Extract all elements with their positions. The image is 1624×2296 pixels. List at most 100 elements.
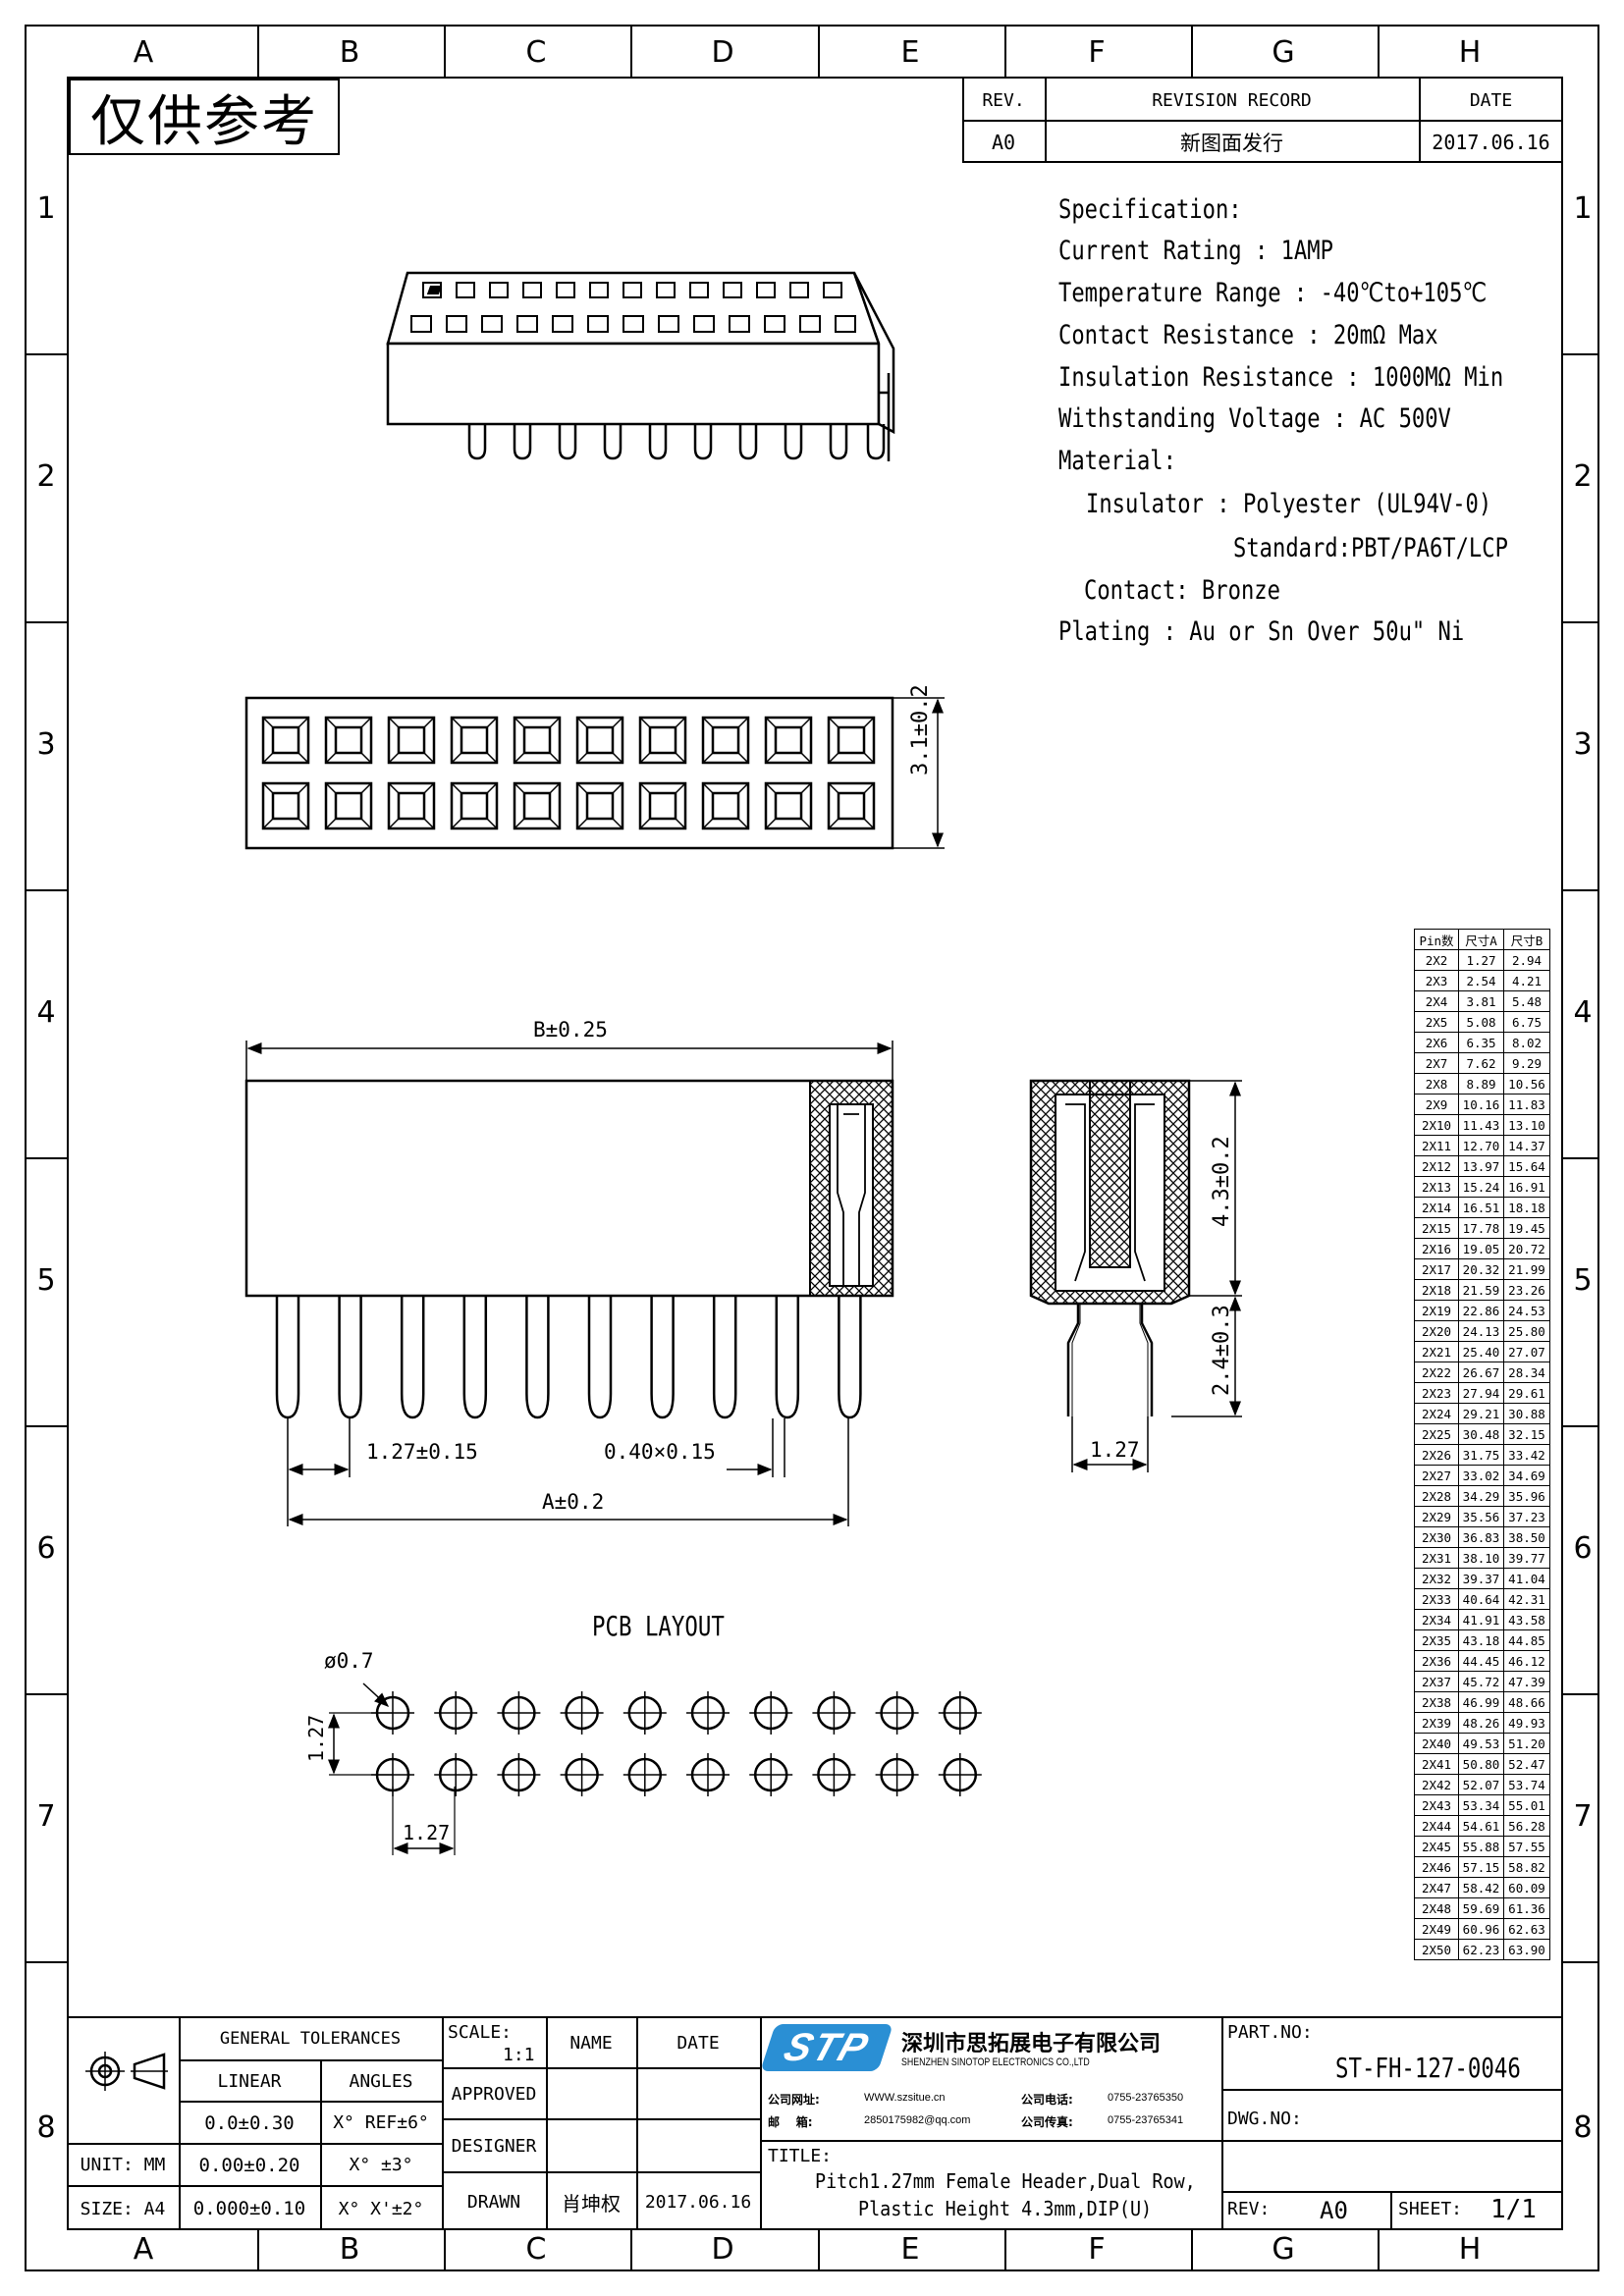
pin-table-cell-size-b: 15.64 [1503,1155,1550,1177]
pin-table-cell-size-a: 21.59 [1458,1279,1504,1301]
pin-table-cell-size-a: 43.18 [1458,1629,1504,1651]
pin-table-cell-pin-count: 2X2 [1414,949,1459,971]
socket-cavity [261,781,310,830]
name-header: NAME [569,2032,613,2054]
pin-table-cell-pin-count: 2X33 [1414,1588,1459,1610]
hole-diameter-dimension: ø0.7 [324,1649,374,1673]
zone-number-left-7: 7 [36,1799,56,1834]
unit-label: UNIT: MM [80,2155,166,2175]
zone-letter-bottom-h: H [1458,2232,1482,2267]
pin-table-cell-size-b: 39.77 [1503,1547,1550,1569]
socket-cavity [827,716,876,765]
pin-table-cell-size-b: 46.12 [1503,1650,1550,1672]
phone-label: 公司电话: [1021,2093,1073,2107]
pin-table-cell-pin-count: 2X12 [1414,1155,1459,1177]
size-label: SIZE: A4 [80,2198,166,2219]
pin-table-cell-size-a: 33.02 [1458,1465,1504,1486]
zone-letter-top-f: F [1088,35,1106,70]
pin-table-cell-pin-count: 2X21 [1414,1341,1459,1362]
pin-table-cell-size-b: 43.58 [1503,1609,1550,1630]
socket-cavity [638,716,687,765]
pcb-hole [875,1691,919,1735]
linear-header: LINEAR [217,2070,282,2092]
pin-table-cell-size-a: 38.10 [1458,1547,1504,1569]
pin-table-cell-size-a: 6.35 [1458,1032,1504,1053]
pin-table-cell-size-a: 10.16 [1458,1094,1504,1115]
pin-table-cell-pin-count: 2X29 [1414,1506,1459,1527]
contact-pin [838,1296,862,1419]
pin-table-cell-pin-count: 2X22 [1414,1362,1459,1383]
pin-table-cell-size-b: 27.07 [1503,1341,1550,1362]
pin-table-cell-size-b: 21.99 [1503,1258,1550,1280]
pcb-column-pitch-dimension: 1.27 [403,1821,451,1844]
socket-cavity [701,716,750,765]
designer-label: DESIGNER [451,2135,537,2157]
pin-table-cell-pin-count: 2X41 [1414,1753,1459,1775]
pcb-hole [749,1691,793,1735]
pin-table-cell-size-b: 61.36 [1503,1897,1550,1919]
pin-table-cell-size-b: 8.02 [1503,1032,1550,1053]
pin-table-cell-size-a: 26.67 [1458,1362,1504,1383]
pin-table-cell-size-b: 32.15 [1503,1423,1550,1445]
pin-table-cell-size-a: 49.53 [1458,1733,1504,1754]
pin-table-cell-size-a: 35.56 [1458,1506,1504,1527]
socket-cavity [387,716,436,765]
linear-tolerance-1: 0.0±0.30 [204,2111,295,2134]
pin-table-cell-size-b: 38.50 [1503,1526,1550,1548]
pin-table-cell-pin-count: 2X31 [1414,1547,1459,1569]
pin-table-cell-size-b: 62.63 [1503,1918,1550,1940]
pin-table-cell-pin-count: 2X45 [1414,1836,1459,1857]
pcb-hole [497,1753,541,1796]
pcb-hole [938,1691,982,1735]
pin-table-cell-size-b: 6.75 [1503,1011,1550,1033]
pcb-hole [686,1753,730,1796]
pcb-hole [812,1753,856,1796]
sheet-label: SHEET: [1398,2199,1463,2219]
zone-letter-bottom-b: B [339,2232,360,2267]
pin-table-cell-size-a: 16.51 [1458,1197,1504,1218]
pin-table-cell-pin-count: 2X49 [1414,1918,1459,1940]
email-label: 邮 箱: [768,2115,813,2129]
pcb-hole [686,1691,730,1735]
zone-number-left-2: 2 [36,459,56,494]
zone-letter-bottom-d: D [711,2232,734,2267]
pin-table-cell-size-b: 53.74 [1503,1774,1550,1795]
linear-tolerance-3: 0.000±0.10 [192,2198,306,2219]
pin-table-cell-size-b: 35.96 [1503,1485,1550,1507]
zone-letter-top-c: C [525,35,547,70]
pin-table-cell-size-a: 31.75 [1458,1444,1504,1466]
pin-table-cell-size-b: 29.61 [1503,1382,1550,1404]
pin-table-cell-size-a: 39.37 [1458,1568,1504,1589]
drawn-date: 2017.06.16 [644,2191,752,2213]
title-label: TITLE: [768,2146,833,2166]
pin-table-cell-pin-count: 2X10 [1414,1114,1459,1136]
fax-value: 0755-23765341 [1108,2114,1184,2126]
zone-letter-bottom-f: F [1088,2232,1106,2267]
contact-pin [775,1296,800,1419]
company-name-en: SHENZHEN SINOTOP ELECTRONICS CO.,LTD [901,2056,1090,2068]
zone-letter-top-b: B [339,35,360,70]
spec-standard: Standard:PBT/PA6T/LCP [1233,533,1508,563]
pin-table-cell-pin-count: 2X40 [1414,1733,1459,1754]
pin-table-cell-size-b: 20.72 [1503,1238,1550,1259]
pcb-layout [328,1682,982,1855]
pin-table-cell-pin-count: 2X36 [1414,1650,1459,1672]
socket-cavity [575,716,624,765]
pin-table-cell-size-a: 46.99 [1458,1691,1504,1713]
